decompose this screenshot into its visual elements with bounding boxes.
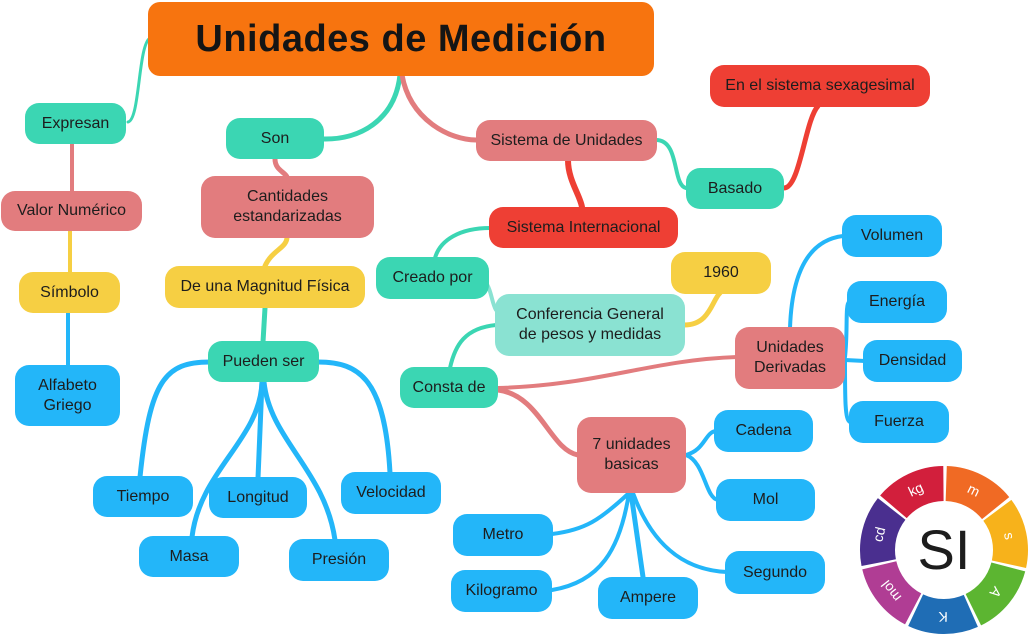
- link-pueden-longitud: [255, 379, 265, 481]
- node-masa[interactable]: Masa: [139, 536, 239, 577]
- link-consta-siete: [495, 387, 581, 458]
- link-title-sistema: [399, 72, 479, 143]
- link-sistema-basado: [654, 138, 688, 190]
- node-kilogramo[interactable]: Kilogramo: [451, 570, 552, 612]
- node-tiempo[interactable]: Tiempo: [93, 476, 193, 517]
- node-mol[interactable]: Mol: [716, 479, 815, 521]
- link-siete-segundo: [631, 491, 729, 574]
- node-unidades-derivadas[interactable]: Unidades Derivadas: [735, 327, 845, 389]
- si-segment-m: [945, 466, 1010, 520]
- link-conferencia-anio: [681, 290, 723, 328]
- node-sistema-unidades[interactable]: Sistema de Unidades: [476, 120, 657, 161]
- si-segment-A: [965, 562, 1026, 626]
- node-sistema-internacional[interactable]: Sistema Internacional: [489, 207, 678, 248]
- si-segment-kg: [880, 466, 944, 519]
- link-son-cantidades: [272, 156, 290, 180]
- link-pueden-tiempo: [137, 359, 213, 480]
- link-sistema-internacional: [565, 157, 585, 210]
- link-title-expresan: [126, 36, 152, 124]
- node-ampere[interactable]: Ampere: [598, 577, 698, 619]
- link-siete-mol: [684, 453, 720, 502]
- si-center-circle: [896, 502, 992, 598]
- si-segment-label: s: [1001, 531, 1018, 541]
- link-internacional-creado: [433, 226, 492, 260]
- link-consta-derivadas: [496, 355, 739, 390]
- node-consta-de[interactable]: Consta de: [400, 367, 498, 408]
- node-valor-numerico[interactable]: Valor Numérico: [1, 191, 142, 231]
- node-pueden-ser[interactable]: Pueden ser: [208, 341, 319, 382]
- link-title-son: [320, 72, 403, 142]
- node-densidad[interactable]: Densidad: [863, 340, 962, 382]
- link-conferencia-consta: [448, 323, 498, 370]
- link-derivadas-volumen: [788, 234, 845, 330]
- node-metro[interactable]: Metro: [453, 514, 553, 556]
- link-derivadas-fuerza: [843, 360, 852, 424]
- node-cadena[interactable]: Cadena: [714, 410, 813, 452]
- si-segment-cd: [860, 498, 906, 566]
- si-segment-label: cd: [869, 525, 888, 543]
- node-fuerza[interactable]: Fuerza: [849, 401, 949, 443]
- node-expresan[interactable]: Expresan: [25, 103, 126, 144]
- node-creado-por[interactable]: Creado por: [376, 257, 489, 299]
- node-volumen[interactable]: Volumen: [842, 215, 942, 257]
- link-magnitud-pueden: [260, 305, 268, 345]
- node-cantidades-estandarizadas[interactable]: Cantidades estandarizadas: [201, 176, 374, 238]
- node-conferencia-general[interactable]: Conferencia General de pesos y medidas: [495, 294, 685, 356]
- link-siete-cadena: [684, 429, 718, 457]
- node-velocidad[interactable]: Velocidad: [341, 472, 441, 514]
- si-segment-K: [908, 594, 978, 634]
- node-son[interactable]: Son: [226, 118, 324, 159]
- si-center-label: SI: [918, 518, 971, 581]
- node-energia[interactable]: Energía: [847, 281, 947, 323]
- si-segment-s: [983, 499, 1028, 568]
- node-alfabeto-griego[interactable]: Alfabeto Griego: [15, 365, 120, 426]
- map-title: Unidades de Medición: [148, 2, 654, 76]
- si-segment-label: kg: [906, 479, 926, 500]
- node-longitud[interactable]: Longitud: [209, 477, 307, 518]
- node-basado[interactable]: Basado: [686, 168, 784, 209]
- link-cantidades-magnitud: [262, 234, 290, 269]
- node-sistema-sexagesimal[interactable]: En el sistema sexagesimal: [710, 65, 930, 107]
- link-siete-ampere: [628, 490, 646, 580]
- node-simbolo[interactable]: Símbolo: [19, 272, 120, 313]
- link-siete-metro: [550, 491, 631, 536]
- link-pueden-velocidad: [315, 359, 393, 476]
- link-siete-kilogramo: [550, 491, 631, 592]
- node-magnitud-fisica[interactable]: De una Magnitud Física: [165, 266, 365, 308]
- node-segundo[interactable]: Segundo: [725, 551, 825, 594]
- link-basado-sexagesimal: [781, 103, 821, 191]
- link-derivadas-densidad: [843, 358, 867, 363]
- si-segment-label: K: [938, 609, 948, 625]
- link-pueden-presion: [261, 379, 338, 543]
- node-anio-1960[interactable]: 1960: [671, 252, 771, 294]
- node-presion[interactable]: Presión: [289, 539, 389, 581]
- si-segment-mol: [862, 561, 922, 625]
- node-siete-unidades-basicas[interactable]: 7 unidades basicas: [577, 417, 686, 493]
